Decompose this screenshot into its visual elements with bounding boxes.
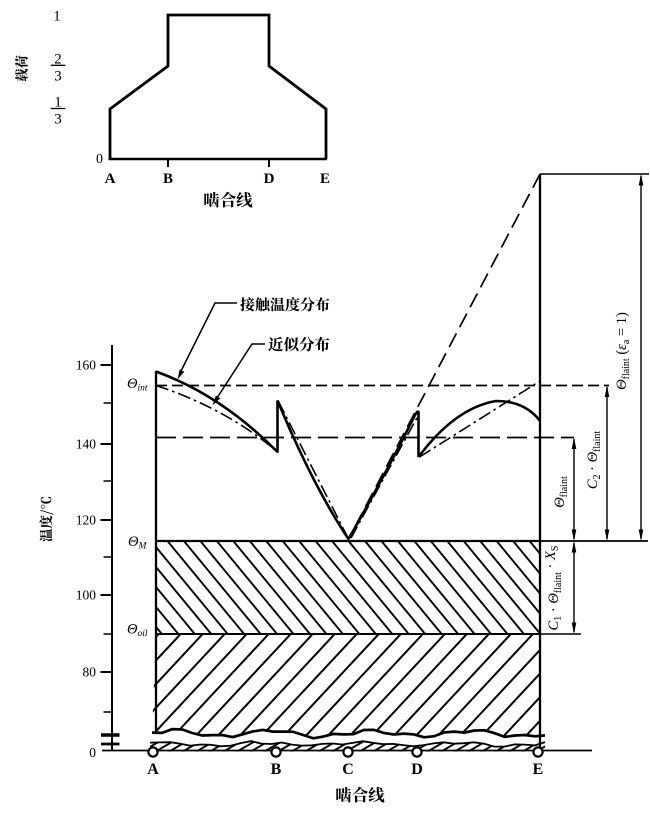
svg-text:160: 160 [76, 358, 97, 373]
svg-text:Θflaint​: Θflaint​ [552, 476, 570, 508]
svg-text:1: 1 [53, 9, 61, 25]
svg-text:3: 3 [54, 68, 62, 84]
svg-text:C: C [342, 761, 354, 778]
svg-text:D: D [264, 171, 275, 187]
svg-text:0: 0 [89, 745, 96, 760]
svg-text:D: D [411, 761, 423, 778]
svg-text:3: 3 [54, 112, 62, 128]
svg-text:B: B [163, 171, 173, 187]
svg-text:B: B [271, 761, 282, 778]
svg-text:140: 140 [76, 437, 97, 452]
svg-text:C1 · Θflaint​ · XS: C1 · Θflaint​ · XS [543, 546, 564, 631]
svg-text:120: 120 [76, 513, 97, 528]
svg-text:100: 100 [76, 588, 97, 603]
svg-text:1: 1 [54, 95, 62, 111]
svg-text:E: E [320, 171, 330, 187]
svg-text:80: 80 [83, 665, 97, 680]
svg-text:A: A [105, 171, 116, 187]
svg-text:E: E [533, 761, 544, 778]
svg-text:2: 2 [54, 51, 62, 67]
svg-text:C2 · Θflaint​: C2 · Θflaint​ [585, 431, 603, 490]
svg-text:0: 0 [96, 152, 103, 167]
svg-text:A: A [147, 761, 159, 778]
